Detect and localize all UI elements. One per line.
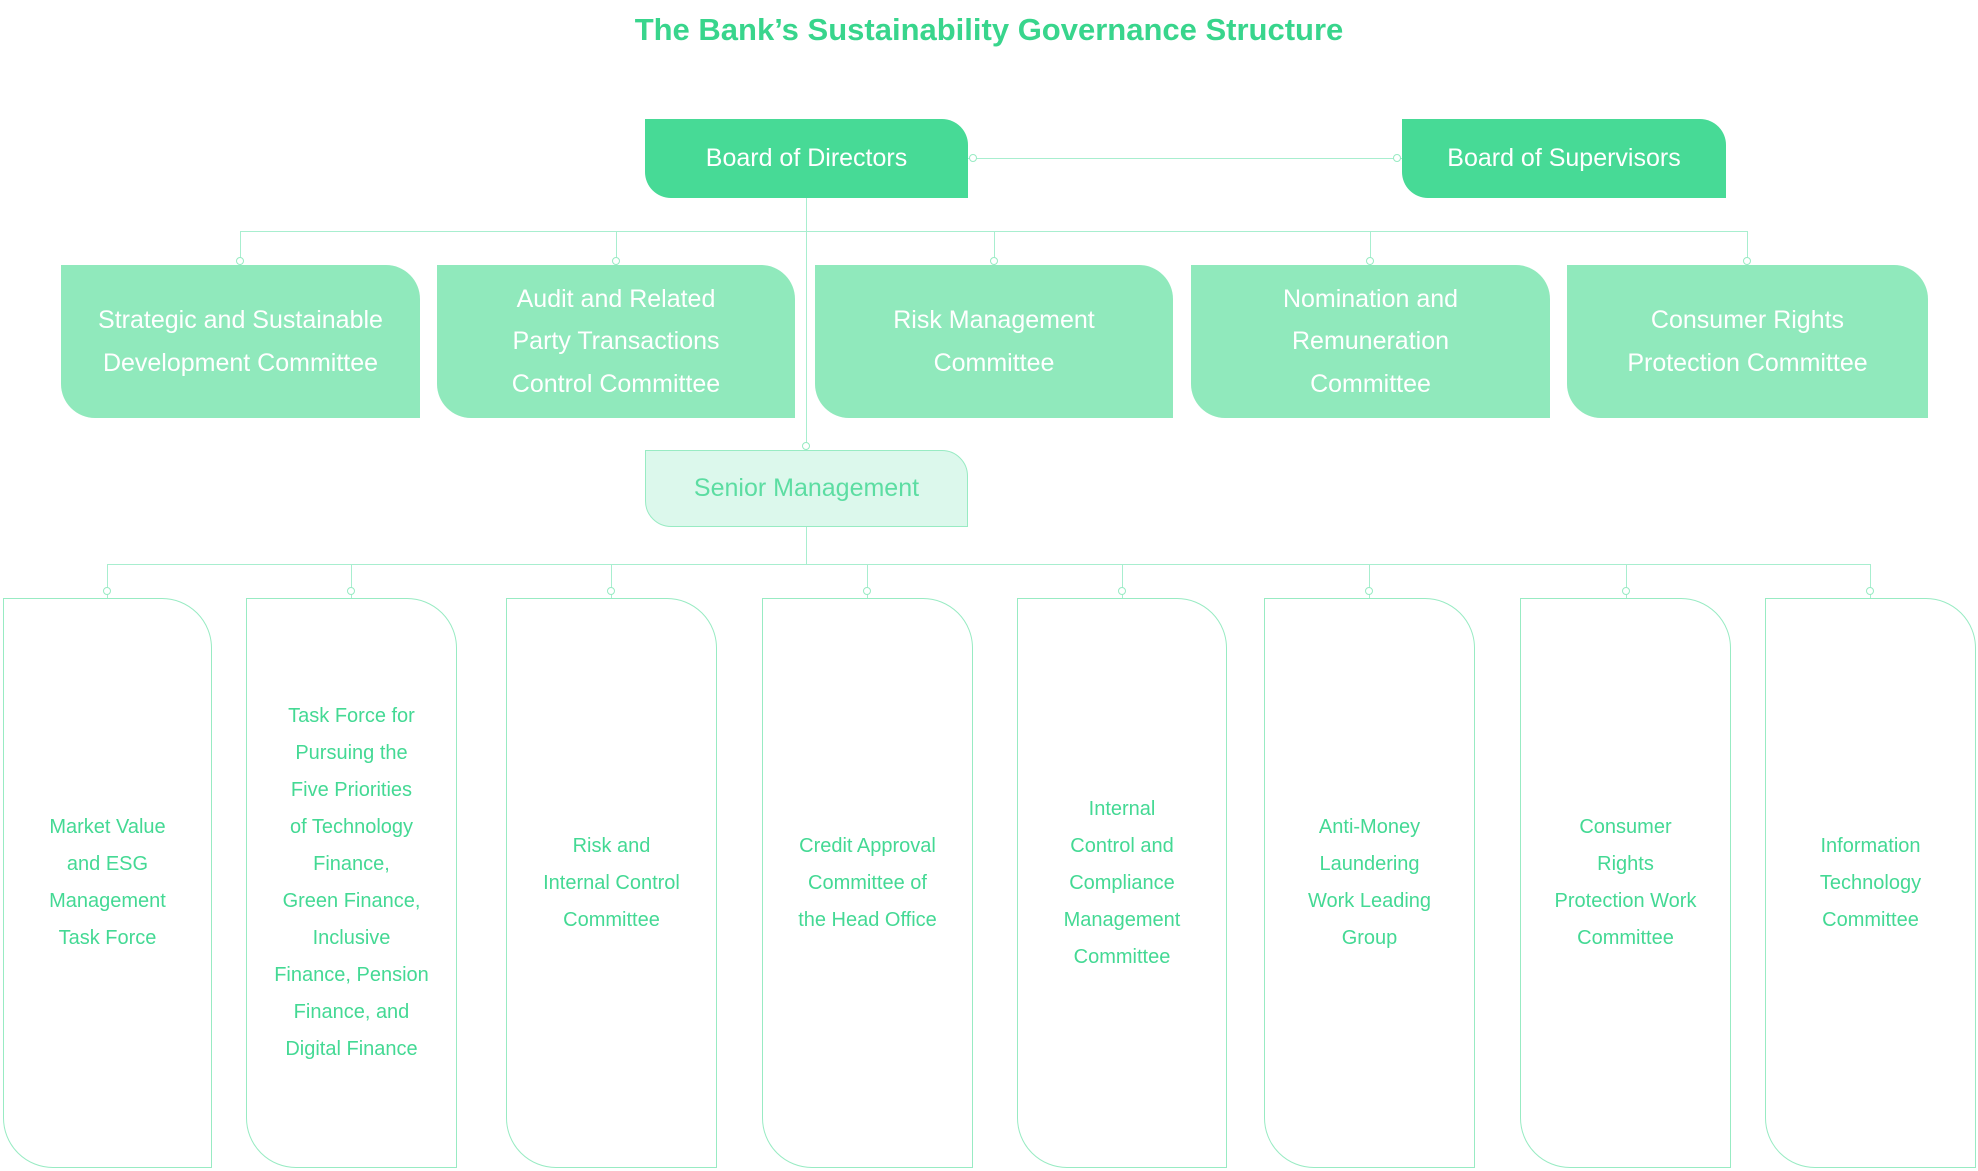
- node-label: Information Technology Committee: [1819, 834, 1922, 931]
- node-board-of-supervisors: Board of Supervisors: [1402, 119, 1726, 198]
- node-senior-management: Senior Management: [645, 450, 968, 527]
- connector-dot: [347, 587, 355, 595]
- connector-dot: [1366, 257, 1374, 265]
- node-label: Internal Control and Compliance Manageme…: [1063, 797, 1181, 968]
- connector-dot: [1743, 257, 1751, 265]
- connector-line: [1370, 231, 1371, 265]
- node-strategic-sustainable-development-committee: Strategic and Sustainable Development Co…: [61, 265, 420, 418]
- node-label: Strategic and Sustainable Development Co…: [98, 306, 383, 377]
- connector-dot: [1393, 154, 1401, 162]
- connector-line: [968, 158, 1402, 159]
- node-market-value-esg-management-task-force: Market Value and ESG Management Task For…: [3, 598, 212, 1168]
- node-label: Board of Supervisors: [1447, 144, 1681, 172]
- node-risk-management-committee: Risk Management Committee: [815, 265, 1173, 418]
- connector-line: [994, 231, 995, 265]
- connector-line: [1626, 564, 1627, 598]
- connector-dot: [103, 587, 111, 595]
- connector-line: [1369, 564, 1370, 598]
- node-label: Task Force for Pursuing the Five Priorit…: [274, 705, 429, 1060]
- connector-line: [806, 527, 807, 564]
- connector-dot: [969, 154, 977, 162]
- node-risk-internal-control-committee: Risk and Internal Control Committee: [506, 598, 717, 1168]
- connector-line: [240, 231, 241, 265]
- connector-dot: [1118, 587, 1126, 595]
- node-audit-related-party-transactions-control-committee: Audit and Related Party Transactions Con…: [437, 265, 795, 418]
- connector-line: [351, 564, 352, 598]
- node-anti-money-laundering-work-leading-group: Anti-Money Laundering Work Leading Group: [1264, 598, 1475, 1168]
- connector-line: [1747, 231, 1748, 265]
- connector-line: [616, 231, 617, 265]
- connector-line: [867, 564, 868, 598]
- node-label: Credit Approval Committee of the Head Of…: [798, 834, 937, 931]
- node-board-of-directors: Board of Directors: [645, 119, 968, 198]
- node-consumer-rights-protection-work-committee: Consumer Rights Protection Work Committe…: [1520, 598, 1731, 1168]
- node-label: Audit and Related Party Transactions Con…: [511, 284, 721, 398]
- node-label: Anti-Money Laundering Work Leading Group: [1307, 816, 1432, 949]
- node-label: Risk Management Committee: [893, 306, 1095, 377]
- connector-line: [240, 231, 1747, 232]
- connector-line: [107, 564, 1870, 565]
- connector-dot: [990, 257, 998, 265]
- connector-line: [107, 564, 108, 598]
- node-nomination-remuneration-committee: Nomination and Remuneration Committee: [1191, 265, 1550, 418]
- chart-title: The Bank’s Sustainability Governance Str…: [634, 12, 1344, 47]
- connector-line: [1122, 564, 1123, 598]
- connector-dot: [236, 257, 244, 265]
- node-label: Market Value and ESG Management Task For…: [49, 816, 166, 949]
- connector-line: [611, 564, 612, 598]
- node-label: Board of Directors: [705, 144, 908, 172]
- node-label: Risk and Internal Control Committee: [543, 834, 680, 931]
- node-label: Senior Management: [693, 474, 920, 502]
- connector-dot: [1365, 587, 1373, 595]
- connector-dot: [1622, 587, 1630, 595]
- node-information-technology-committee: Information Technology Committee: [1765, 598, 1976, 1168]
- node-internal-control-compliance-management-committee: Internal Control and Compliance Manageme…: [1017, 598, 1227, 1168]
- connector-dot: [863, 587, 871, 595]
- connector-dot: [802, 442, 810, 450]
- connector-line: [1870, 564, 1871, 598]
- connector-dot: [612, 257, 620, 265]
- connector-dot: [1866, 587, 1874, 595]
- node-label: Consumer Rights Protection Committee: [1627, 306, 1868, 377]
- connector-dot: [607, 587, 615, 595]
- node-label: Consumer Rights Protection Work Committe…: [1554, 816, 1697, 949]
- node-five-priorities-task-force: Task Force for Pursuing the Five Priorit…: [246, 598, 457, 1168]
- node-credit-approval-committee: Credit Approval Committee of the Head Of…: [762, 598, 973, 1168]
- node-consumer-rights-protection-committee: Consumer Rights Protection Committee: [1567, 265, 1928, 418]
- connector-line: [806, 198, 807, 450]
- node-label: Nomination and Remuneration Committee: [1282, 284, 1459, 398]
